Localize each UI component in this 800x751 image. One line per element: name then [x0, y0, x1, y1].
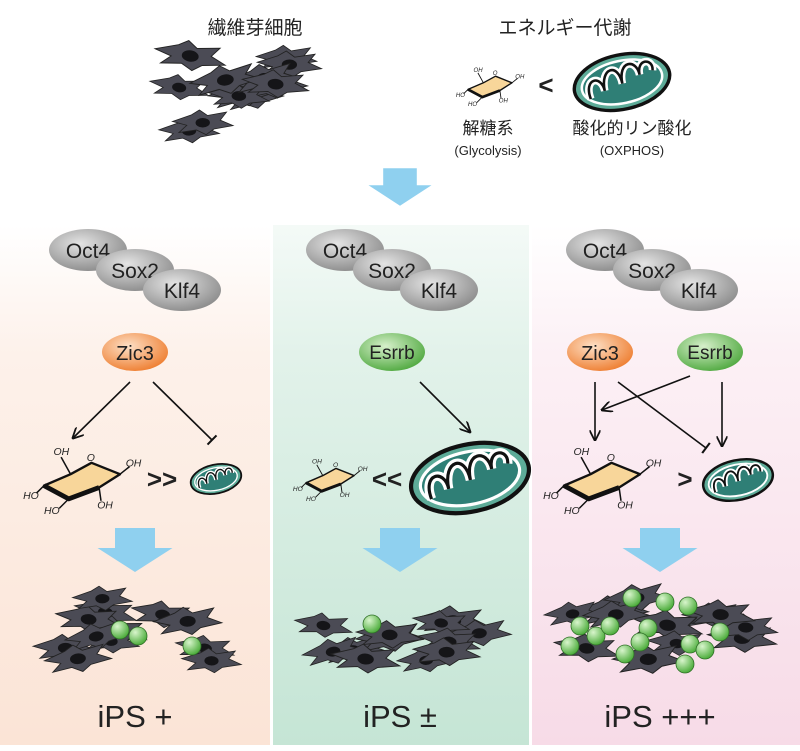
factor-label: Sox2: [628, 260, 676, 283]
zic3-label: Zic3: [116, 343, 154, 365]
zic3-label: Zic3: [581, 343, 619, 365]
ips-cell-icon: [675, 654, 695, 674]
ips-cell-icon: [600, 616, 620, 636]
result-ips-plusminus: iPS ±: [363, 699, 437, 734]
oxphos-en-label: (OXPHOS): [600, 143, 664, 158]
result-ips-plus: iPS +: [98, 699, 173, 734]
ips-cell-icon: [128, 626, 148, 646]
metabolism-comparison: >>: [147, 464, 177, 494]
esrrb-node: [359, 333, 425, 371]
ips-cell-icon: [655, 592, 675, 612]
ips-cell-icon: [615, 644, 635, 664]
ips-cell-icon: [560, 636, 580, 656]
ips-cell-icon: [695, 640, 715, 660]
zic3-node: [567, 333, 633, 371]
oxphos-label: 酸化的リン酸化: [573, 119, 692, 139]
factor-node: [143, 269, 221, 311]
glycolysis-label: 解糖系: [463, 119, 514, 139]
factor-label: Klf4: [681, 280, 718, 303]
factor-label: Sox2: [368, 260, 416, 283]
metabolism-comparison: <: [538, 70, 553, 100]
mitochondria-icon: [569, 45, 675, 118]
esrrb-node: [677, 333, 743, 371]
ips-cell-icon: [586, 626, 606, 646]
ips-cell-icon: [638, 618, 658, 638]
fibroblast-title: 繊維芽細胞: [207, 17, 302, 39]
factor-label: Oct4: [323, 240, 368, 263]
factor-label: Oct4: [583, 240, 628, 263]
fibroblast-cell-icon: [171, 109, 234, 136]
ips-cell-icon: [362, 614, 382, 634]
factor-label: Oct4: [66, 240, 111, 263]
zic3-node: [102, 333, 168, 371]
esrrb-label: Esrrb: [369, 343, 414, 364]
ips-cell-icon: [630, 632, 650, 652]
inhibition-arrow: [152, 381, 218, 446]
down-arrow-icon: [368, 168, 432, 206]
metabolism-comparison: <<: [372, 464, 402, 494]
glucose-icon: [454, 66, 527, 110]
factor-label: Sox2: [111, 260, 159, 283]
ips-cell-icon: [110, 620, 130, 640]
factor-node: [400, 269, 478, 311]
result-ips-triple-plus: iPS +++: [604, 699, 715, 734]
factor-label: Klf4: [421, 280, 458, 303]
fibroblast-cluster: [147, 35, 323, 144]
factor-node: [660, 269, 738, 311]
metabolism-title: エネルギー代謝: [498, 17, 631, 39]
fibroblast-cell-icon: [147, 69, 212, 105]
factor-label: Klf4: [164, 280, 201, 303]
ips-cell-icon: [570, 616, 590, 636]
glycolysis-en-label: (Glycolysis): [454, 143, 521, 158]
ips-cell-icon: [710, 622, 730, 642]
ips-cell-icon: [622, 588, 642, 608]
metabolism-comparison: >: [677, 464, 692, 494]
activation-arrow: [419, 381, 470, 432]
activation-arrow: [73, 381, 131, 438]
ips-cell-icon: [678, 596, 698, 616]
activation-arrow: [602, 375, 691, 410]
inhibition-arrow: [617, 381, 711, 454]
ips-cell-icon: [182, 636, 202, 656]
esrrb-label: Esrrb: [687, 343, 732, 364]
